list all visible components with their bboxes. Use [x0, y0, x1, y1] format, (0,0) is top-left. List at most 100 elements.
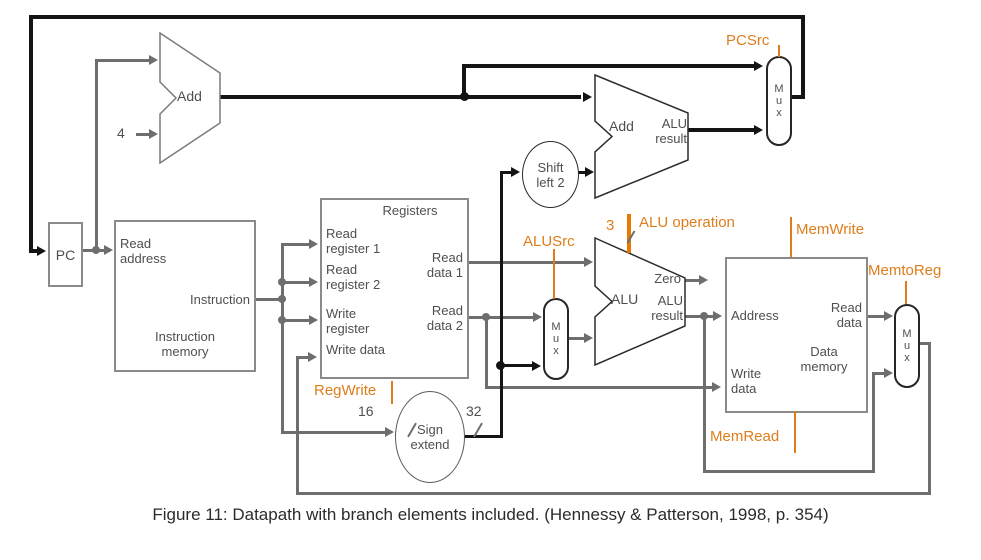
alu-result-port: ALU result — [651, 293, 683, 323]
wire — [462, 64, 755, 68]
arrowhead — [583, 92, 592, 102]
memtoreg-mux: Mux — [894, 304, 920, 388]
imem-read-address-port: Read address — [120, 236, 167, 266]
arrowhead — [884, 368, 893, 378]
data-memory — [725, 257, 868, 413]
wire — [281, 243, 311, 246]
mux-label: Mux — [551, 321, 561, 357]
arrowhead — [149, 129, 158, 139]
wire — [500, 364, 534, 367]
regwrite-control-label: RegWrite — [314, 382, 377, 399]
wire — [872, 372, 875, 473]
wire — [95, 60, 98, 251]
wire — [296, 356, 299, 495]
alu-label: ALU — [611, 291, 639, 307]
registers-block — [320, 198, 469, 379]
wire — [29, 15, 805, 19]
memread-control-line — [794, 411, 796, 453]
arrowhead — [308, 352, 317, 362]
wire — [136, 133, 150, 136]
sign-extend-output-width: 32 — [466, 403, 482, 419]
pc-increment-value: 4 — [117, 125, 125, 141]
arrowhead — [385, 427, 394, 437]
pcsrc-mux: Mux — [766, 56, 792, 146]
wire — [462, 64, 466, 98]
registers-read-register-2-port: Read register 2 — [326, 262, 381, 292]
wire — [500, 171, 513, 174]
alu-op-control-line — [627, 214, 631, 253]
dmem-read-data-port: Read data — [830, 300, 862, 330]
alusrc-control-label: ALUSrc — [523, 233, 575, 250]
registers-write-register-port: Write register — [326, 306, 370, 336]
wire-junction — [482, 313, 490, 321]
sign-extend-unit: Sign extend — [395, 391, 465, 483]
arrowhead — [309, 315, 318, 325]
alu-zero-port: Zero — [654, 271, 681, 286]
wire — [485, 316, 488, 388]
wire — [868, 315, 886, 318]
wire — [462, 435, 503, 438]
arrowhead — [754, 61, 763, 71]
sign-extend-input-width: 16 — [358, 403, 374, 419]
wire — [281, 431, 387, 434]
arrowhead — [754, 125, 763, 135]
pc-register: PC — [48, 222, 83, 287]
wire — [703, 470, 875, 473]
wire — [29, 249, 39, 253]
mux-label: Mux — [902, 328, 912, 364]
wire — [256, 298, 283, 301]
arrowhead — [104, 245, 113, 255]
pcsrc-control-label: PCSrc — [726, 32, 770, 49]
memtoreg-control-label: MemtoReg — [868, 262, 942, 279]
wire-junction — [278, 295, 286, 303]
arrowhead — [309, 239, 318, 249]
registers-title: Registers — [382, 203, 438, 218]
wire — [281, 244, 284, 433]
arrowhead — [511, 167, 520, 177]
shift-left-2-label: Shift left 2 — [536, 159, 565, 190]
arrowhead — [712, 382, 721, 392]
registers-read-register-1-port: Read register 1 — [326, 226, 381, 256]
wire — [685, 279, 700, 282]
pc-label: PC — [55, 246, 76, 263]
dmem-address-port: Address — [731, 308, 779, 323]
wire — [296, 356, 309, 359]
wire — [500, 172, 503, 438]
arrowhead — [532, 361, 541, 371]
sign-extend-label: Sign extend — [410, 422, 450, 452]
arrowhead — [585, 167, 594, 177]
alusrc-control-line — [553, 249, 555, 299]
wire-junction — [460, 92, 469, 101]
branch-add-label: Add — [609, 118, 634, 134]
wire — [928, 342, 931, 495]
memwrite-control-line — [790, 217, 792, 257]
alu-op-width: 3 — [606, 217, 615, 234]
shift-left-2-unit: Shift left 2 — [522, 141, 579, 208]
dmem-write-data-port: Write data — [731, 366, 762, 396]
imem-title: Instruction memory — [155, 329, 215, 359]
memread-control-label: MemRead — [710, 428, 780, 445]
pcsrc-control-line — [778, 45, 780, 57]
wire — [801, 15, 805, 99]
wire — [567, 337, 584, 340]
arrowhead — [37, 246, 46, 256]
wire — [703, 315, 706, 473]
arrowhead — [699, 275, 708, 285]
wire-junction — [278, 316, 286, 324]
arrowhead — [309, 277, 318, 287]
wire-junction — [700, 312, 708, 320]
wire-junction — [278, 278, 286, 286]
instruction-memory — [114, 220, 256, 372]
pc-add-label: Add — [177, 88, 202, 104]
wire — [578, 171, 586, 174]
wire — [688, 128, 755, 132]
arrowhead — [713, 311, 722, 321]
figure-caption: Figure 11: Datapath with branch elements… — [152, 505, 829, 524]
wire — [281, 281, 311, 284]
arrowhead — [149, 55, 158, 65]
mux-label: Mux — [774, 83, 784, 119]
wire — [919, 342, 931, 345]
wire — [485, 386, 714, 389]
registers-read-data-1-port: Read data 1 — [426, 250, 463, 280]
